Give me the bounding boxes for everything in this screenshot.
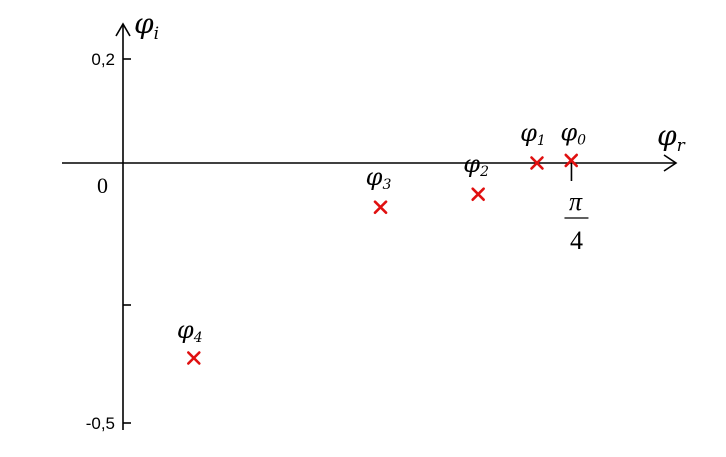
data-point-phi-2: φ2 [463, 150, 489, 201]
y-axis-label: φi [134, 7, 159, 44]
x-axis-arrow [663, 154, 678, 172]
data-point-label: φ3 [366, 163, 392, 193]
x-marker-stroke [373, 200, 388, 214]
pi-over-4-marker: π 4 [564, 163, 589, 255]
data-point-phi-0: φ0 [560, 118, 586, 168]
data-point-phi-1: φ1 [520, 119, 546, 170]
y-tick-label: 0,2 [91, 50, 115, 69]
data-point-phi-3: φ3 [366, 163, 392, 214]
data-point-label: φ0 [560, 118, 586, 148]
data-points: φ0 φ1 φ2 φ3 φ4 [177, 118, 586, 365]
data-point-label: φ1 [520, 119, 546, 149]
pi-over-4-denominator: 4 [570, 226, 583, 255]
y-tick-label: -0,5 [86, 414, 115, 433]
x-marker-stroke [471, 187, 485, 201]
y-ticks: 0,2 0 -0,5 [86, 50, 131, 433]
y-tick-label: 0 [97, 173, 108, 198]
pi-over-4-numerator: π [569, 187, 583, 216]
data-point-label: φ4 [177, 316, 203, 346]
data-point-label: φ2 [463, 150, 489, 180]
x-marker-stroke [564, 153, 579, 168]
data-point-phi-4: φ4 [177, 316, 203, 365]
x-marker-stroke [187, 351, 201, 365]
x-marker-stroke [530, 156, 544, 170]
x-axis-label: φr [657, 119, 686, 156]
y-axis-arrow [115, 22, 131, 37]
